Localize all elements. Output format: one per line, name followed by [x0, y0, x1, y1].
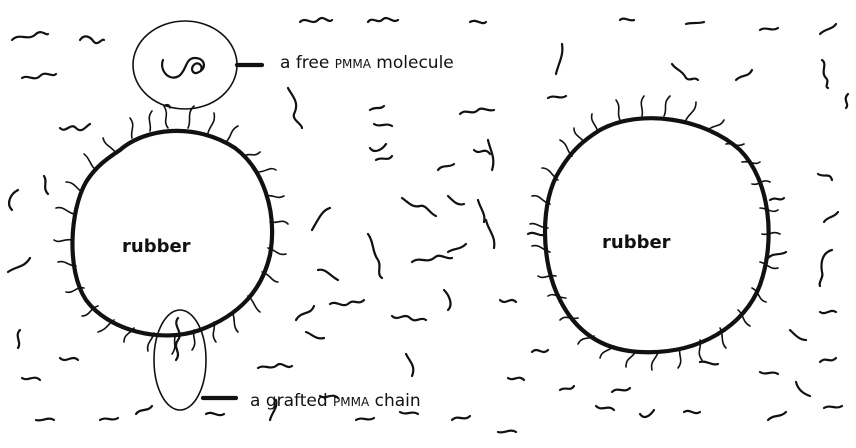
free-molecule-label: a free PMMA molecule [280, 53, 454, 73]
free-pmma-matrix-chains [8, 18, 848, 432]
free-pmma-molecule [133, 21, 262, 109]
left-grafted-chains [54, 105, 288, 354]
grafted-chain-label: a grafted PMMA chain [250, 391, 421, 411]
right-rubber-label: rubber [602, 232, 671, 253]
left-rubber-particle [54, 105, 288, 354]
left-rubber-label: rubber [122, 236, 191, 257]
grafted-chain-highlight [154, 310, 236, 410]
